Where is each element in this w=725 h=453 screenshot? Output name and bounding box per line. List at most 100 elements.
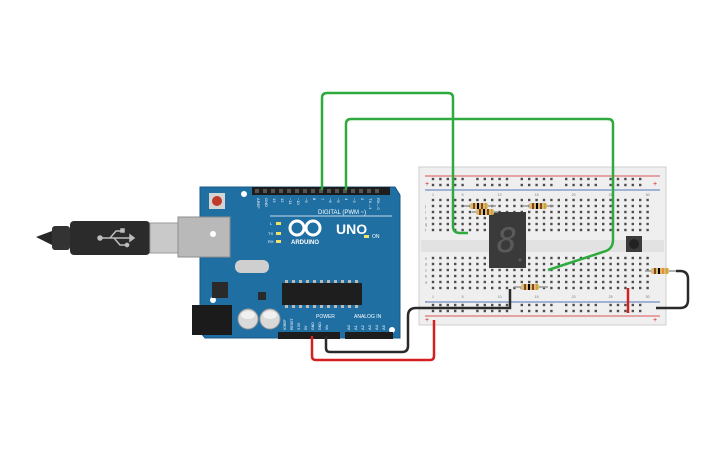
breadboard-hole[interactable] (446, 286, 449, 290)
breadboard-hole[interactable] (594, 222, 597, 226)
breadboard-hole[interactable] (639, 274, 642, 278)
breadboard-hole[interactable] (513, 268, 516, 272)
breadboard-hole[interactable] (609, 204, 612, 208)
rail-hole[interactable] (535, 309, 538, 313)
rail-hole[interactable] (594, 177, 597, 181)
rail-hole[interactable] (491, 309, 494, 313)
breadboard-hole[interactable] (579, 280, 583, 284)
breadboard-hole[interactable] (557, 216, 560, 220)
breadboard-hole[interactable] (431, 210, 435, 214)
breadboard-hole[interactable] (439, 286, 442, 290)
breadboard-hole[interactable] (572, 286, 575, 290)
breadboard-hole[interactable] (476, 268, 479, 272)
breadboard-hole[interactable] (535, 198, 538, 202)
rail-hole[interactable] (454, 183, 457, 187)
breadboard-hole[interactable] (572, 210, 575, 214)
breadboard-hole[interactable] (639, 204, 642, 208)
breadboard-hole[interactable] (535, 228, 538, 232)
rail-hole[interactable] (535, 177, 538, 181)
rail-hole[interactable] (542, 183, 546, 187)
breadboard-hole[interactable] (513, 280, 516, 284)
wire-red-5v[interactable] (310, 320, 436, 362)
breadboard-hole[interactable] (587, 262, 590, 266)
breadboard-hole[interactable] (646, 204, 649, 208)
breadboard-hole[interactable] (454, 198, 457, 202)
breadboard-hole[interactable] (439, 262, 442, 266)
seven-segment-display[interactable]: 8 (489, 212, 526, 268)
breadboard-hole[interactable] (439, 216, 442, 220)
rail-hole[interactable] (594, 183, 597, 187)
rail-hole[interactable] (565, 309, 568, 313)
breadboard-hole[interactable] (439, 210, 442, 214)
breadboard-hole[interactable] (505, 286, 509, 290)
arduino-uno-board[interactable]: ARDUINO UNO DIGITAL (PWM ~) POWER ANALOG… (177, 186, 401, 339)
breadboard-hole[interactable] (468, 280, 472, 284)
rail-hole[interactable] (498, 183, 501, 187)
breadboard-hole[interactable] (439, 280, 442, 284)
breadboard-hole[interactable] (587, 210, 590, 214)
breadboard-hole[interactable] (431, 198, 435, 202)
breadboard-hole[interactable] (602, 286, 605, 290)
rail-hole[interactable] (631, 177, 634, 181)
breadboard-hole[interactable] (483, 280, 486, 284)
breadboard-hole[interactable] (476, 256, 479, 260)
rail-hole[interactable] (542, 177, 546, 181)
resistor-2[interactable] (472, 209, 498, 215)
breadboard-hole[interactable] (579, 222, 583, 226)
breadboard-hole[interactable] (491, 286, 494, 290)
analog-pin-header[interactable] (345, 332, 393, 339)
breadboard-hole[interactable] (468, 286, 472, 290)
breadboard-hole[interactable] (565, 268, 568, 272)
breadboard-hole[interactable] (483, 274, 486, 278)
breadboard-hole[interactable] (431, 274, 435, 278)
rail-hole[interactable] (587, 309, 590, 313)
breadboard-hole[interactable] (550, 228, 553, 232)
breadboard-hole[interactable] (602, 280, 605, 284)
rail-hole[interactable] (542, 303, 546, 307)
breadboard-hole[interactable] (639, 210, 642, 214)
rail-hole[interactable] (624, 309, 627, 313)
breadboard-hole[interactable] (461, 204, 464, 208)
breadboard-hole[interactable] (476, 222, 479, 226)
breadboard-hole[interactable] (572, 216, 575, 220)
breadboard-hole[interactable] (587, 228, 590, 232)
breadboard-hole[interactable] (446, 262, 449, 266)
breadboard-hole[interactable] (550, 198, 553, 202)
breadboard-hole[interactable] (461, 262, 464, 266)
breadboard-hole[interactable] (587, 274, 590, 278)
breadboard-hole[interactable] (528, 228, 531, 232)
breadboard-hole[interactable] (646, 198, 649, 202)
breadboard-hole[interactable] (624, 268, 627, 272)
rail-hole[interactable] (528, 183, 531, 187)
breadboard-hole[interactable] (639, 262, 642, 266)
breadboard-hole[interactable] (476, 228, 479, 232)
breadboard-hole[interactable] (461, 286, 464, 290)
breadboard-hole[interactable] (557, 268, 560, 272)
breadboard-hole[interactable] (476, 280, 479, 284)
breadboard-hole[interactable] (454, 216, 457, 220)
resistor-3[interactable] (522, 203, 554, 209)
rail-hole[interactable] (616, 183, 620, 187)
breadboard-hole[interactable] (461, 274, 464, 278)
breadboard-hole[interactable] (550, 262, 553, 266)
rail-hole[interactable] (572, 309, 575, 313)
breadboard-hole[interactable] (565, 210, 568, 214)
rail-hole[interactable] (550, 177, 553, 181)
breadboard-hole[interactable] (631, 262, 634, 266)
breadboard-hole[interactable] (624, 222, 627, 226)
breadboard-hole[interactable] (594, 286, 597, 290)
breadboard-hole[interactable] (446, 228, 449, 232)
breadboard-hole[interactable] (616, 216, 620, 220)
breadboard-hole[interactable] (631, 204, 634, 208)
rail-hole[interactable] (528, 309, 531, 313)
breadboard-hole[interactable] (602, 262, 605, 266)
breadboard-hole[interactable] (550, 222, 553, 226)
breadboard-hole[interactable] (624, 256, 627, 260)
breadboard-hole[interactable] (542, 198, 546, 202)
rail-hole[interactable] (631, 303, 634, 307)
rail-hole[interactable] (565, 183, 568, 187)
breadboard-hole[interactable] (468, 268, 472, 272)
breadboard-hole[interactable] (594, 210, 597, 214)
breadboard-hole[interactable] (616, 256, 620, 260)
rail-hole[interactable] (631, 309, 634, 313)
